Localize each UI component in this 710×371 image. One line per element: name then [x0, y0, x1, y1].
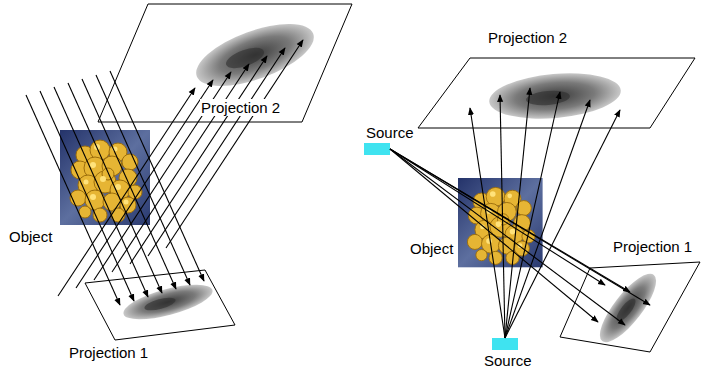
- cone-ray: [470, 108, 505, 338]
- object-label: Object: [8, 228, 53, 245]
- cone-ray: [505, 110, 620, 338]
- parallel-ray: [54, 87, 148, 297]
- parallel-ray: [40, 91, 134, 301]
- projection-plane: [85, 270, 235, 340]
- source-symbol: [364, 143, 518, 350]
- parallel-ray: [130, 56, 267, 264]
- cone-ray: [390, 149, 650, 305]
- source-label: Source: [483, 352, 533, 369]
- cone-ray: [390, 149, 605, 285]
- object-label: Object: [409, 240, 454, 257]
- parallel-ray: [58, 88, 195, 296]
- cone-ray: [390, 149, 625, 325]
- projection-label: Projection 1: [612, 238, 693, 255]
- projection-image: [189, 11, 322, 99]
- parallel-ray: [26, 40, 303, 305]
- parallel-ray: [68, 83, 162, 293]
- projection-image: [143, 295, 176, 313]
- cone-ray: [505, 100, 590, 338]
- cone-ray: [390, 149, 598, 322]
- projection-plane: [418, 58, 700, 352]
- source-label: Source: [365, 124, 415, 141]
- parallel-ray: [76, 80, 213, 288]
- projection-image: [525, 89, 570, 107]
- projection-image: [120, 11, 321, 326]
- parallel-ray: [96, 75, 190, 285]
- projection-label: Projection 2: [200, 99, 281, 116]
- projection-image: [120, 278, 216, 327]
- projection-plane: [418, 58, 695, 128]
- projection-label: Projection 1: [68, 344, 149, 361]
- parallel-ray: [110, 71, 204, 281]
- cone-ray: [500, 95, 505, 338]
- source-symbol: [364, 143, 390, 155]
- projection-label: Projection 2: [487, 29, 568, 46]
- cone-ray: [505, 88, 530, 338]
- parallel-ray: [112, 64, 249, 272]
- cone-ray: [505, 92, 560, 338]
- parallel-ray: [166, 40, 303, 248]
- projection-plane: [98, 4, 352, 122]
- projection-plane: [560, 262, 700, 352]
- projection-image: [613, 296, 638, 324]
- source-symbol: [492, 338, 518, 350]
- projection-image: [223, 44, 266, 73]
- cone-ray: [390, 88, 650, 338]
- parallel-ray: [148, 48, 285, 256]
